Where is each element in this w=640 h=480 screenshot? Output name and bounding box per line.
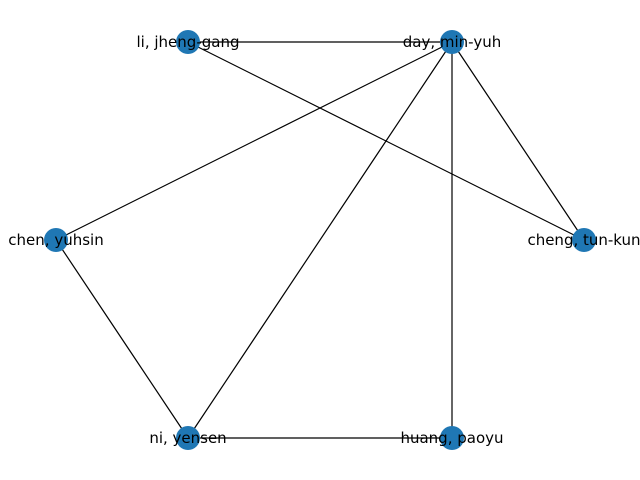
nodes-layer <box>44 30 596 450</box>
node-li <box>176 30 200 54</box>
node-label-huang: huang, paoyu <box>400 429 503 447</box>
edge-day-cheng <box>451 41 585 241</box>
node-ni <box>176 426 200 450</box>
node-label-chen: chen, yuhsin <box>8 231 103 249</box>
node-chen <box>44 228 68 252</box>
node-huang <box>440 426 464 450</box>
node-cheng <box>572 228 596 252</box>
labels-layer: li, jheng-gang day, min-yuh chen, yuhsin ch… <box>8 33 640 447</box>
node-label-day: day, min-yuh <box>403 33 501 51</box>
node-day <box>440 30 464 54</box>
node-label-li: li, jheng-gang <box>137 33 240 51</box>
edge-day-ni <box>187 41 453 439</box>
node-label-ni: ni, yensen <box>149 429 226 447</box>
edge-chen-ni <box>55 239 189 439</box>
node-label-cheng: cheng, tun-kun <box>527 231 640 249</box>
edge-day-chen <box>55 41 453 241</box>
edges-layer <box>55 41 585 439</box>
